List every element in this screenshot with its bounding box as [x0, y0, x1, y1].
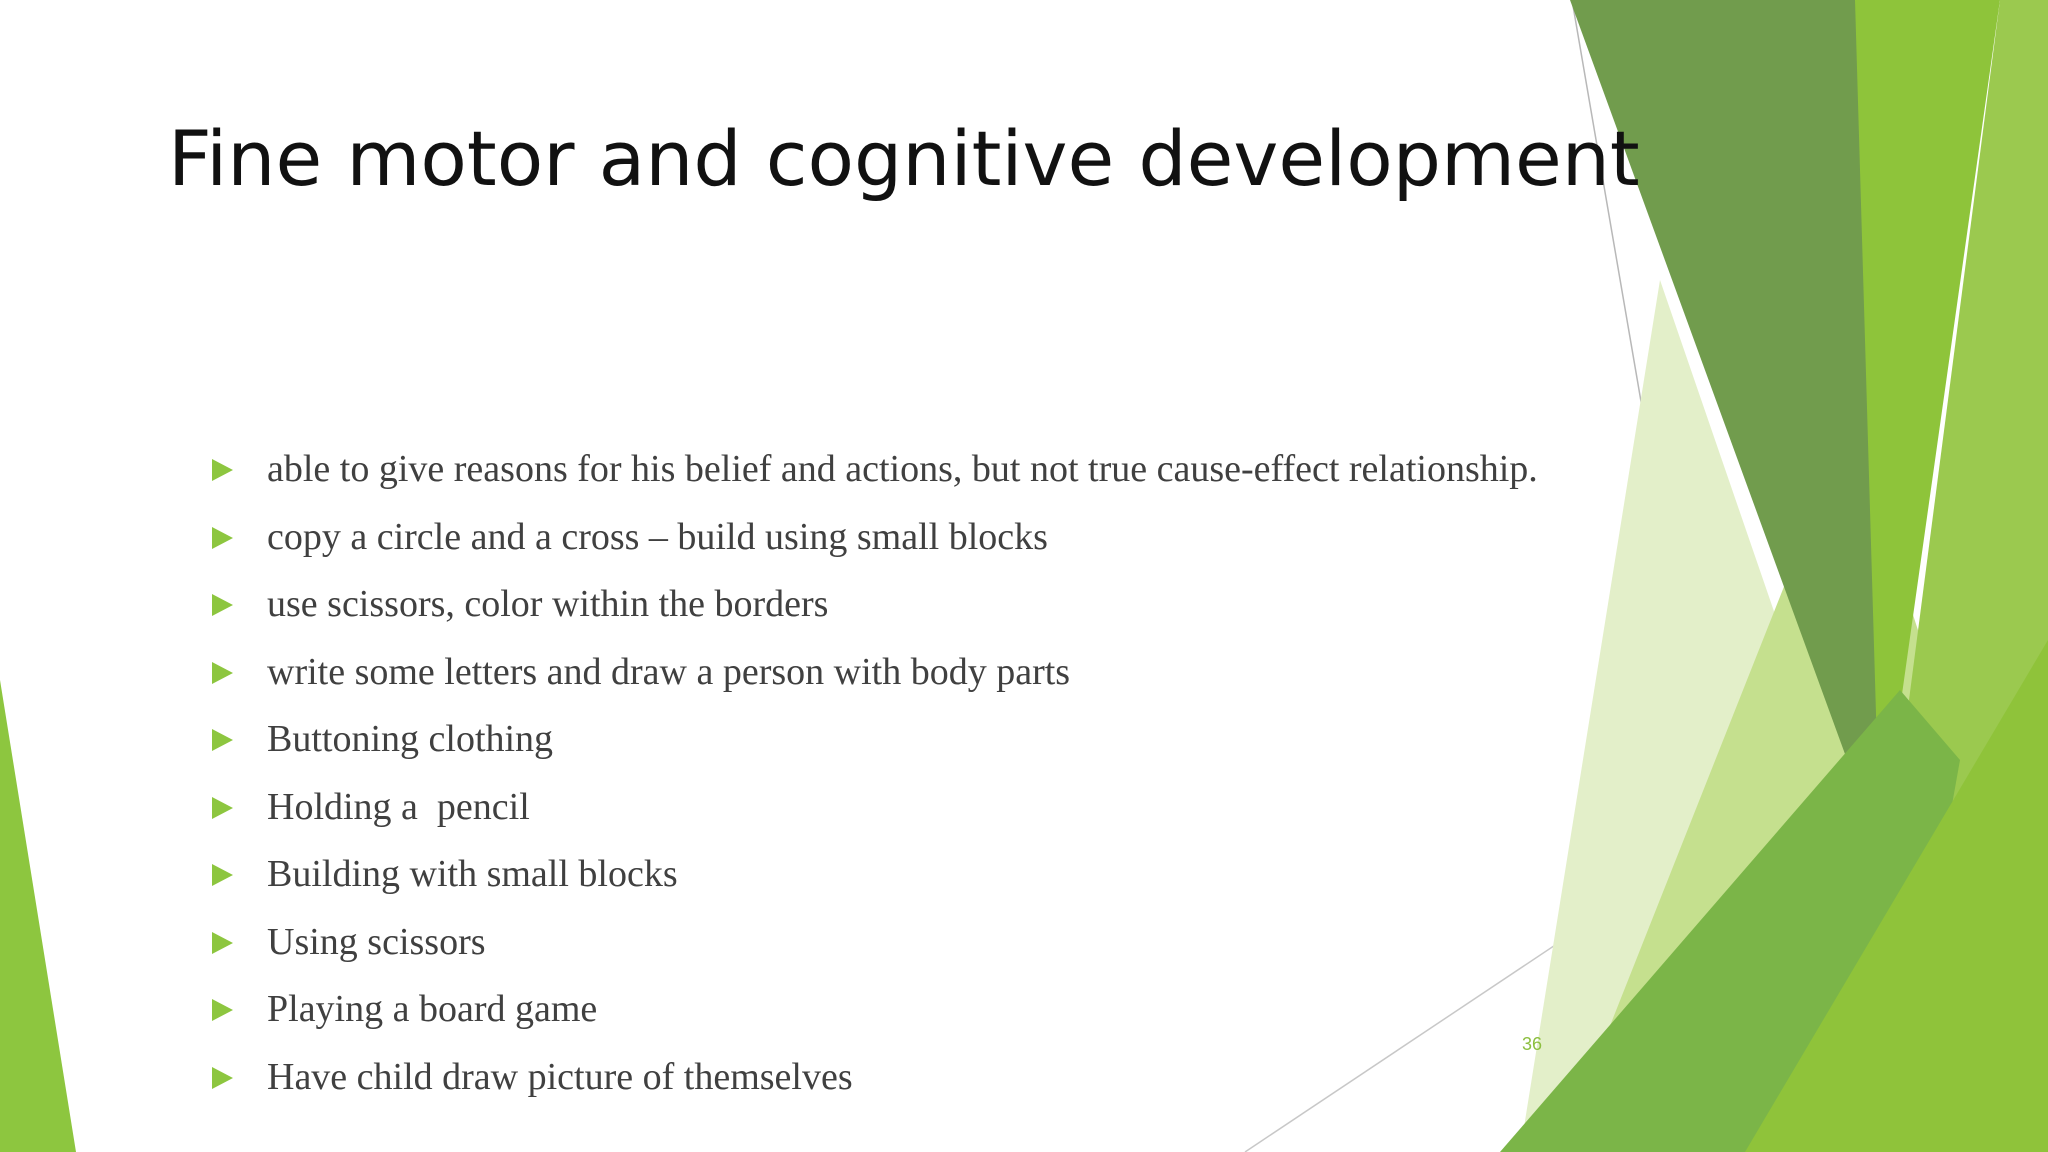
triangle-bullet-icon — [212, 796, 233, 819]
slide-title: Fine motor and cognitive development — [168, 114, 1640, 203]
bullet-text: Building with small blocks — [267, 853, 678, 895]
bullet-text: Playing a board game — [267, 988, 598, 1030]
bullet-text: use scissors, color within the borders — [267, 583, 829, 625]
bullet-item: Have child draw picture of themselves — [208, 1044, 1538, 1112]
triangle-bullet-icon — [212, 594, 233, 616]
bullet-text: copy a circle and a cross – build using … — [267, 515, 1048, 558]
bullet-list: able to give reasons for his belief and … — [208, 436, 1538, 1111]
bullet-text: Using scissors — [267, 920, 486, 963]
bullet-text: able to give reasons for his belief and … — [267, 448, 1538, 490]
triangle-bullet-icon — [212, 729, 233, 751]
bullet-text: Have child draw picture of themselves — [267, 1055, 853, 1098]
triangle-bullet-icon — [212, 1066, 233, 1089]
bullet-item: copy a circle and a cross – build using … — [208, 504, 1538, 572]
bullet-text: Buttoning clothing — [267, 718, 554, 760]
bullet-item: Holding a pencil — [208, 774, 1538, 842]
decor-shape-lime — [1745, 640, 2048, 1152]
triangle-bullet-icon — [212, 459, 233, 481]
triangle-bullet-icon — [212, 999, 233, 1021]
triangle-bullet-icon — [212, 931, 233, 954]
bullet-item: Buttoning clothing — [208, 706, 1538, 774]
decor-shape-left — [0, 680, 76, 1152]
bullet-item: write some letters and draw a person wit… — [208, 639, 1538, 707]
triangle-bullet-icon — [212, 526, 233, 549]
decor-shape-dark — [1570, 0, 1880, 850]
bullet-item: Using scissors — [208, 909, 1538, 977]
slide-number: 36 — [1522, 1034, 1543, 1054]
bullet-text: write some letters and draw a person wit… — [267, 650, 1071, 693]
bullet-item: Building with small blocks — [208, 841, 1538, 909]
triangle-bullet-icon — [212, 864, 233, 886]
triangle-bullet-icon — [212, 661, 233, 684]
bullet-item: able to give reasons for his belief and … — [208, 436, 1538, 504]
bullet-text: Holding a pencil — [267, 785, 530, 828]
bullet-item: Playing a board game — [208, 976, 1538, 1044]
decor-shape-bright — [1840, 0, 2000, 850]
bullet-item: use scissors, color within the borders — [208, 571, 1538, 639]
